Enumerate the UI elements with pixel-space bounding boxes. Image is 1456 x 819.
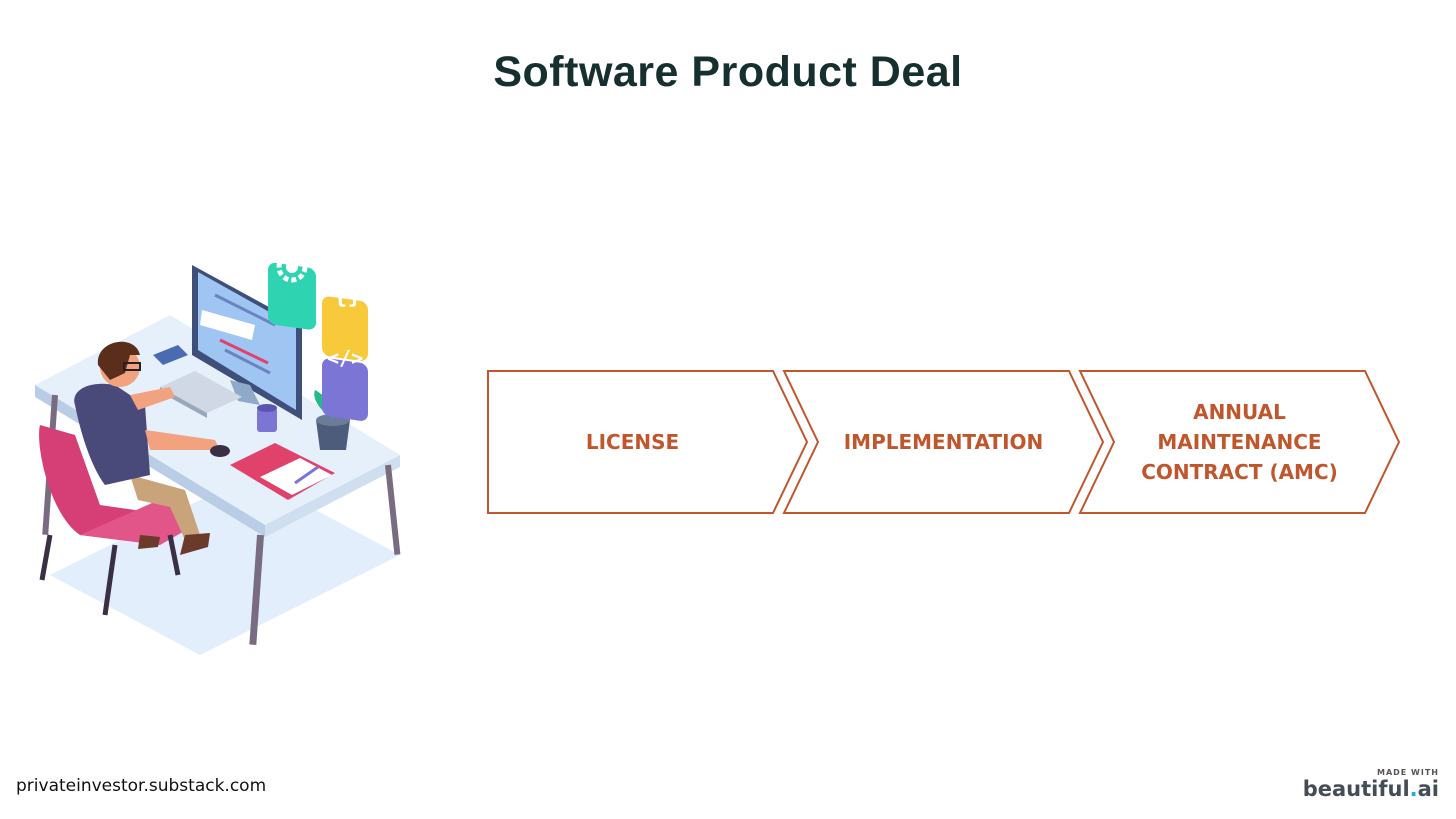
svg-text:</>: </>	[327, 346, 363, 370]
stage-label-line: LICENSE	[586, 430, 679, 454]
stage-label-3: ANNUAL MAINTENANCE CONTRACT (AMC)	[1141, 400, 1338, 484]
source-url[interactable]: privateinvestor.substack.com	[16, 776, 267, 796]
gear-icon	[268, 251, 316, 330]
stage-chevron-3	[1078, 370, 1401, 514]
page-title: Software Product Deal	[493, 48, 963, 96]
stage-label-line: IMPLEMENTATION	[844, 430, 1044, 454]
badge-brand-main: beautiful	[1302, 777, 1410, 801]
braces-icon: {}	[322, 281, 368, 361]
svg-text:{}: {}	[333, 281, 362, 309]
stage-label-1: LICENSE	[586, 430, 679, 454]
badge-made-with-label: MADE WITH	[1377, 768, 1439, 777]
stage-label-line: MAINTENANCE	[1157, 430, 1321, 454]
badge-brand-logo: beautiful.ai	[1303, 777, 1439, 801]
stage-chevron-2	[782, 370, 1105, 514]
made-with-badge[interactable]: MADE WITH beautiful.ai	[1303, 768, 1439, 801]
badge-brand-tail: ai	[1417, 777, 1439, 801]
stage-label-2: IMPLEMENTATION	[844, 430, 1044, 454]
stage-label-line: CONTRACT (AMC)	[1141, 460, 1338, 484]
developer-at-desk-illustration: {} </>	[35, 251, 401, 655]
stage-chevron-1	[487, 370, 809, 514]
badge-brand-dot: .	[1409, 777, 1418, 801]
code-icon: </>	[322, 346, 368, 421]
stage-label-line: ANNUAL	[1193, 400, 1286, 424]
